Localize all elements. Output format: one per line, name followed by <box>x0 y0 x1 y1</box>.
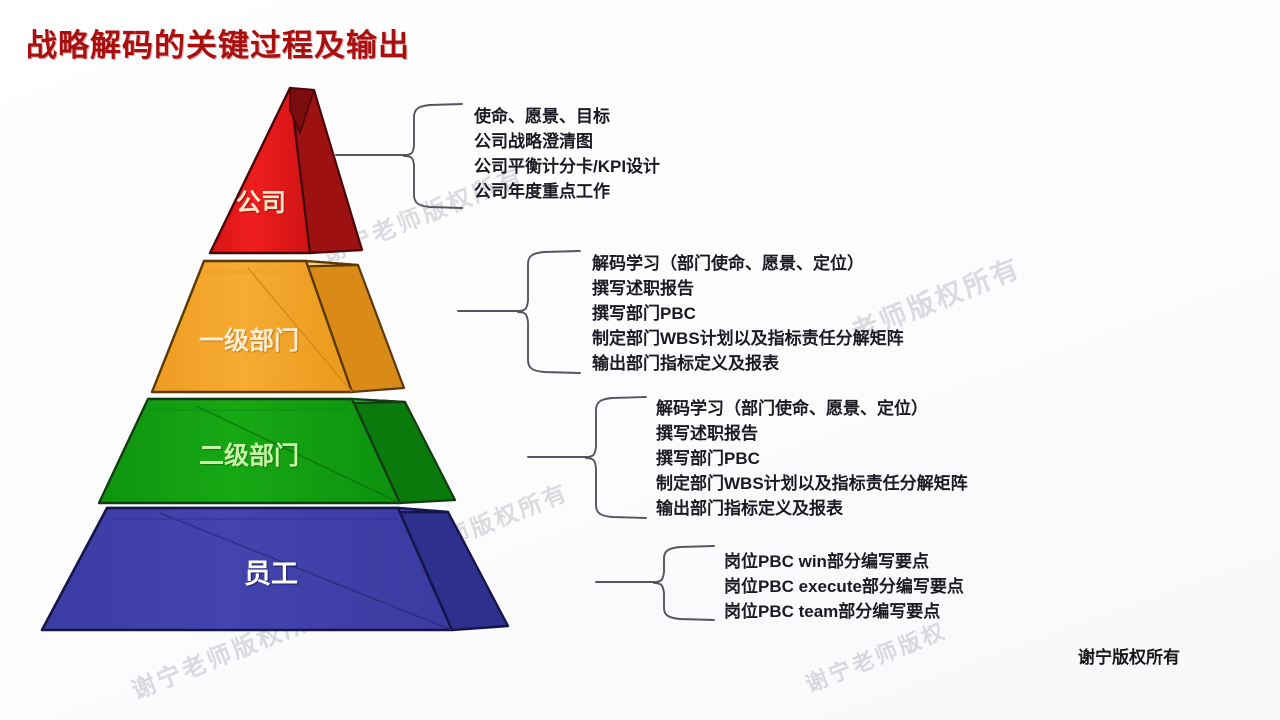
footer-copyright: 谢宁版权所有 <box>1078 648 1180 667</box>
pyramid-diagram <box>40 86 510 632</box>
callout-line: 制定部门WBS计划以及指标责任分解矩阵 <box>656 474 968 493</box>
callout-dept-level-1: 解码学习（部门使命、愿景、定位） 撰写述职报告 撰写部门PBC 制定部门WBS计… <box>592 251 904 376</box>
callout-line: 撰写述职报告 <box>656 424 758 443</box>
callout-line: 公司平衡计分卡/KPI设计 <box>474 157 661 176</box>
pyramid-tier-label-company: 公司 <box>236 189 287 217</box>
brace-staff <box>595 545 715 621</box>
pyramid-tier-dept-level-2[interactable] <box>97 397 457 505</box>
callout-line: 解码学习（部门使命、愿景、定位） <box>592 254 864 273</box>
callout-line: 解码学习（部门使命、愿景、定位） <box>656 399 928 418</box>
callout-line: 输出部门指标定义及报表 <box>592 354 779 373</box>
page-title: 战略解码的关键过程及输出 <box>26 28 410 63</box>
callout-line: 使命、愿景、目标 <box>474 107 610 126</box>
callout-line: 岗位PBC win部分编写要点 <box>724 552 929 571</box>
pyramid-tier-label-staff: 员工 <box>244 559 298 589</box>
callout-line: 制定部门WBS计划以及指标责任分解矩阵 <box>592 329 904 348</box>
callout-line: 撰写部门PBC <box>592 304 696 323</box>
callout-dept-level-2: 解码学习（部门使命、愿景、定位） 撰写述职报告 撰写部门PBC 制定部门WBS计… <box>656 396 968 521</box>
callout-line: 公司年度重点工作 <box>474 182 610 201</box>
callout-staff: 岗位PBC win部分编写要点 岗位PBC execute部分编写要点 岗位PB… <box>724 549 964 624</box>
pyramid-tier-dept-level-1[interactable] <box>150 259 406 394</box>
callout-line: 输出部门指标定义及报表 <box>656 499 843 518</box>
callout-line: 撰写部门PBC <box>656 449 760 468</box>
callout-line: 公司战略澄清图 <box>474 132 593 151</box>
pyramid-tier-company[interactable] <box>208 86 364 255</box>
pyramid-tier-label-dept-level-1: 一级部门 <box>199 327 300 355</box>
callout-line: 撰写述职报告 <box>592 279 694 298</box>
callout-line: 岗位PBC execute部分编写要点 <box>724 577 964 596</box>
watermark-text: 谢宁老师版权 <box>801 617 951 697</box>
pyramid-tier-staff[interactable] <box>40 506 510 632</box>
pyramid-tier-label-dept-level-2: 二级部门 <box>199 442 300 470</box>
callout-company: 使命、愿景、目标 公司战略澄清图 公司平衡计分卡/KPI设计 公司年度重点工作 <box>474 104 660 204</box>
callout-line: 岗位PBC team部分编写要点 <box>724 602 941 621</box>
